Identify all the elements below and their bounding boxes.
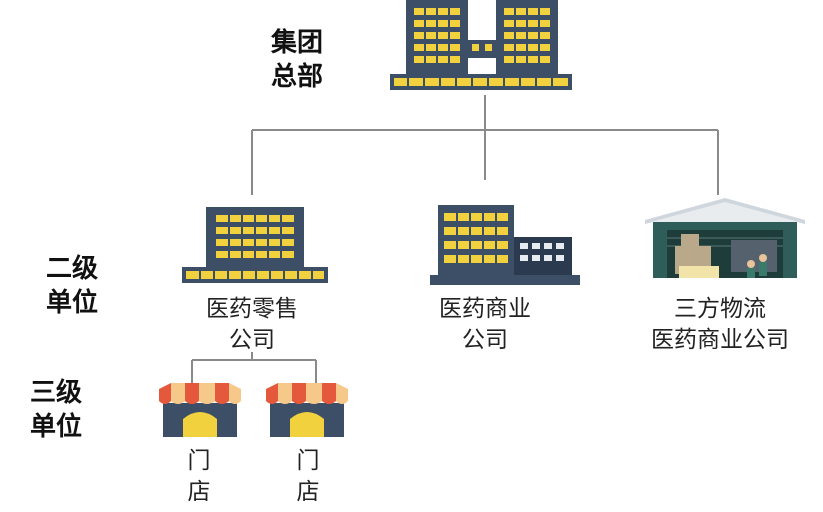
hq-building-icon xyxy=(390,0,572,90)
level-label-third: 三级 单位 xyxy=(29,378,82,442)
commerce-building-icon xyxy=(430,205,580,285)
store-label: 门 店 xyxy=(296,448,320,505)
node-label-commerce: 医药商业 公司 xyxy=(439,296,531,353)
level-label-hq: 集团 总部 xyxy=(270,28,323,92)
store-label: 门 店 xyxy=(187,448,211,505)
store-icon xyxy=(159,383,241,437)
node-label-logistics: 三方物流 医药商业公司 xyxy=(651,296,789,353)
node-label-retail: 医药零售 公司 xyxy=(206,296,298,353)
warehouse-icon xyxy=(645,198,805,278)
level-label-second: 二级 单位 xyxy=(45,254,98,318)
retail-building-icon xyxy=(182,207,328,283)
store-icon xyxy=(266,383,348,437)
